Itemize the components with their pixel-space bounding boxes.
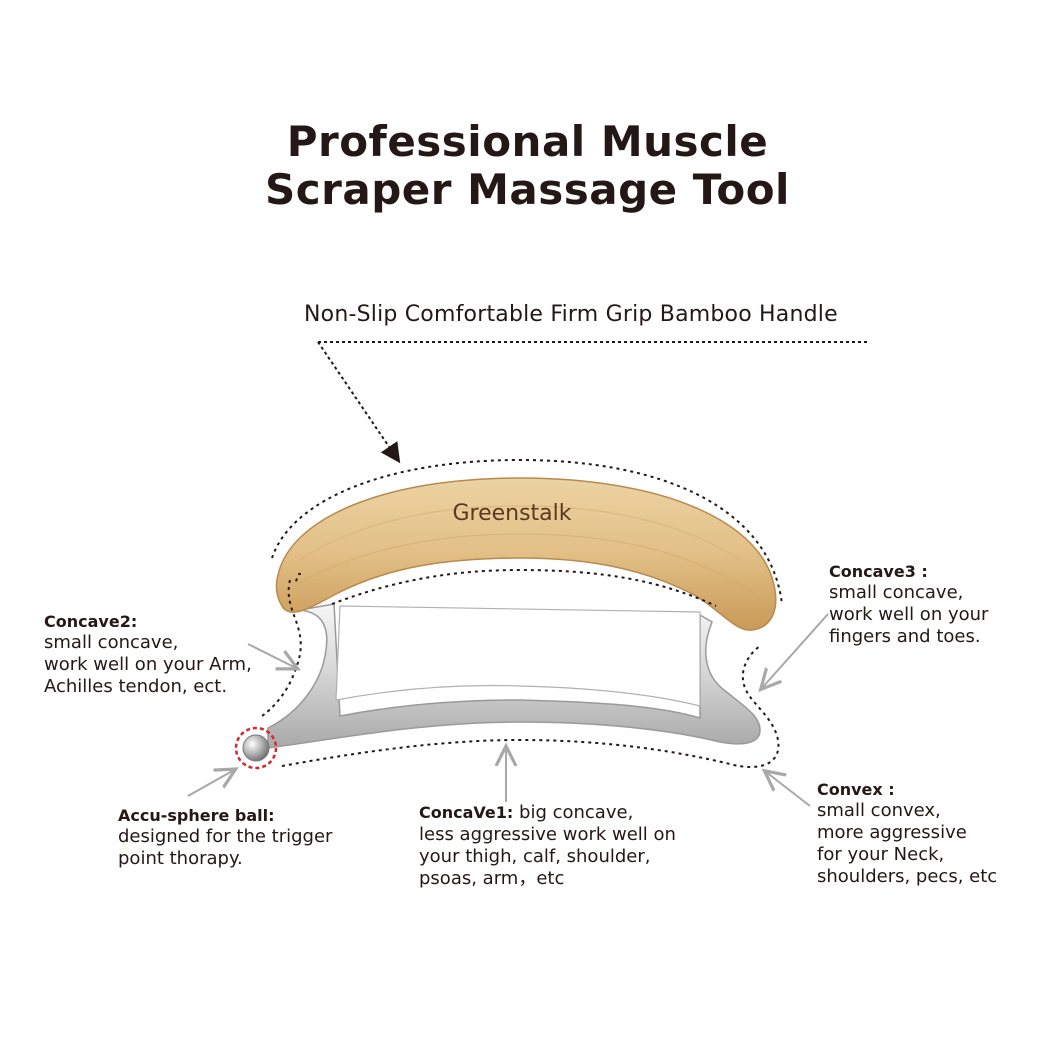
brand-engraving: Greenstalk	[452, 501, 571, 526]
callout-concave3-line-2: work well on your	[829, 604, 989, 625]
callout-concave3-line-3: fingers and toes.	[829, 626, 981, 647]
accu-sphere-ball	[234, 726, 278, 770]
callout-accu-sphere-head: Accu-sphere ball:	[118, 806, 275, 825]
callout-accu-sphere-line-2: point thorapy.	[118, 848, 243, 869]
steel-blade	[267, 603, 761, 749]
callout-concave2-line-2: work well on your Arm,	[44, 654, 252, 675]
callout-concave2-line-1: small concave,	[44, 632, 179, 653]
callout-concave1-head: ConcaVe1:	[419, 803, 514, 822]
callout-convex-line-3: for your Neck,	[817, 844, 945, 865]
callout-concave1-first: big concave,	[513, 802, 634, 823]
callout-concave1-line-2: your thigh, calf, shoulder,	[419, 846, 651, 867]
callout-concave3-head: Concave3 :	[829, 562, 928, 581]
callout-concave1-line-1: less aggressive work well on	[419, 824, 676, 845]
inner-outline	[331, 568, 717, 607]
handle-pointer	[317, 341, 868, 464]
callout-concave2: Concave2: small concave, work well on yo…	[44, 612, 252, 698]
callout-convex-head: Convex :	[817, 780, 895, 799]
callout-accu-sphere: Accu-sphere ball: designed for the trigg…	[118, 806, 332, 870]
title-line-1: Professional Muscle	[286, 117, 769, 166]
callout-concave2-line-3: Achilles tendon, ect.	[44, 676, 228, 697]
callout-concave1: ConcaVe1: big concave, less aggressive w…	[419, 802, 676, 890]
callout-concave2-head: Concave2:	[44, 612, 138, 631]
callout-concave3: Concave3 : small concave, work well on y…	[829, 562, 988, 648]
callout-concave3-line-1: small concave,	[829, 582, 964, 603]
callout-convex: Convex : small convex, more aggressive f…	[817, 780, 997, 888]
tool-outline	[261, 458, 783, 768]
callout-accu-sphere-line-1: designed for the trigger	[118, 826, 333, 847]
title-line-2: Scraper Massage Tool	[265, 165, 790, 214]
callout-concave1-line-3: psoas, arm，etc	[419, 868, 565, 889]
handle-label: Non-Slip Comfortable Firm Grip Bamboo Ha…	[304, 302, 838, 327]
bamboo-handle	[275, 477, 777, 631]
callout-convex-line-2: more aggressive	[817, 822, 967, 843]
callout-convex-line-1: small convex,	[817, 800, 941, 821]
callout-arrows	[187, 613, 829, 807]
callout-convex-line-4: shoulders, pecs, etc	[817, 866, 998, 887]
page-title: Professional Muscle Scraper Massage Tool	[0, 118, 1055, 214]
